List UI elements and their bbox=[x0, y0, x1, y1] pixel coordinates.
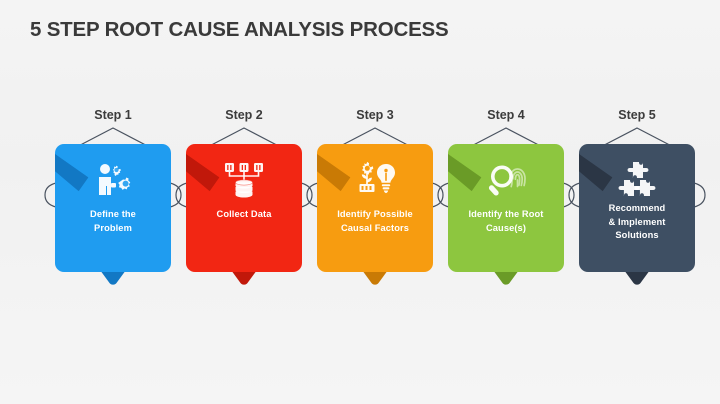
plant-lightbulb-icon bbox=[350, 158, 400, 202]
card-loop-right-3 bbox=[431, 182, 444, 208]
magnifier-fingerprint-icon bbox=[481, 158, 531, 202]
step-title-line: Causal Factors bbox=[340, 222, 410, 233]
card-loop-left-3 bbox=[306, 182, 319, 208]
step-label-4: Step 4 bbox=[487, 108, 525, 122]
person-gears-icon bbox=[88, 158, 138, 202]
card-loop-right-5 bbox=[693, 182, 706, 208]
torn-ribbon-2 bbox=[186, 148, 220, 192]
step-label-3: Step 3 bbox=[356, 108, 394, 122]
step-card-wrapper-2: Collect Data bbox=[175, 144, 313, 292]
card-pointer-1 bbox=[100, 270, 126, 285]
card-loop-right-1 bbox=[169, 182, 182, 208]
database-network-icon bbox=[219, 158, 269, 202]
torn-ribbon-3 bbox=[317, 148, 351, 192]
card-pointer-4 bbox=[493, 270, 519, 285]
step-label-2: Step 2 bbox=[225, 108, 263, 122]
step-title-line: Cause(s) bbox=[485, 222, 527, 233]
torn-ribbon-4 bbox=[448, 148, 482, 192]
card-loop-left-5 bbox=[568, 182, 581, 208]
step-label-1: Step 1 bbox=[94, 108, 132, 122]
step-title-line: Problem bbox=[94, 222, 132, 233]
card-loop-right-4 bbox=[562, 182, 575, 208]
step-card-2[interactable]: Collect Data bbox=[186, 144, 302, 272]
step-title-line: Define the bbox=[90, 209, 136, 219]
step-title-line: Collect Data bbox=[216, 209, 272, 219]
process-step-3[interactable]: Step 3 Identify Pos bbox=[306, 108, 444, 308]
step-title-2: Collect Data bbox=[192, 208, 296, 222]
torn-ribbon-1 bbox=[55, 148, 89, 192]
card-pointer-5 bbox=[624, 270, 650, 285]
card-loop-left-2 bbox=[175, 182, 188, 208]
step-title-line: & Implement bbox=[608, 216, 666, 227]
puzzle-pieces-icon bbox=[612, 158, 662, 202]
step-label-5: Step 5 bbox=[618, 108, 656, 122]
card-pointer-2 bbox=[231, 270, 257, 285]
card-loop-left-1 bbox=[44, 182, 57, 208]
step-title-line: Identify Possible bbox=[337, 209, 413, 219]
step-title-line: Recommend bbox=[608, 203, 666, 213]
card-pointer-3 bbox=[362, 270, 388, 285]
card-loop-right-2 bbox=[300, 182, 313, 208]
process-step-2[interactable]: Step 2 Col bbox=[175, 108, 313, 308]
card-loop-left-4 bbox=[437, 182, 450, 208]
page-title: 5 STEP ROOT CAUSE ANALYSIS PROCESS bbox=[30, 18, 449, 41]
step-title-line: Identify the Root bbox=[468, 209, 544, 219]
torn-ribbon-5 bbox=[579, 148, 613, 192]
step-title-line: Solutions bbox=[615, 230, 659, 240]
